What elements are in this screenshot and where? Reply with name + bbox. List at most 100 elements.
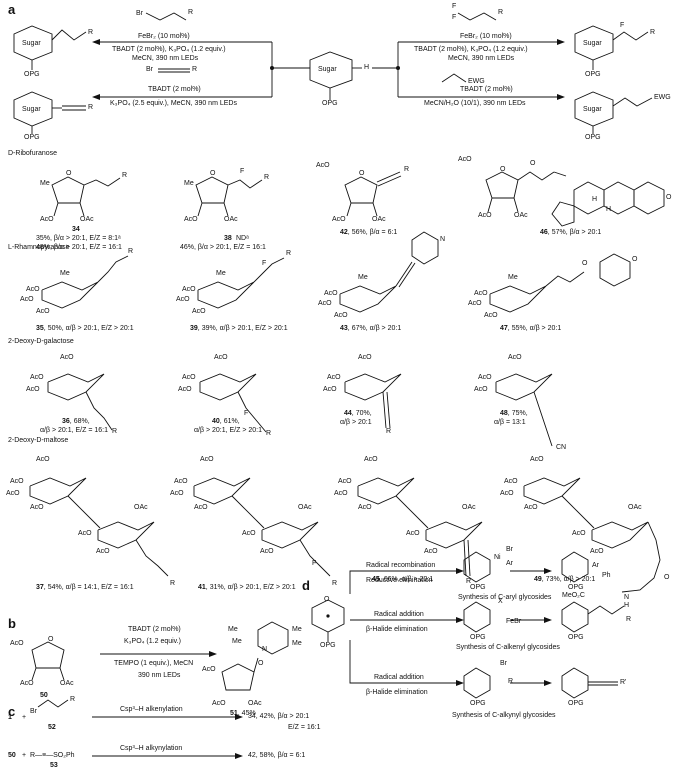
b-cond-2: K₃PO₄ (1.2 equiv.) bbox=[124, 638, 181, 645]
c36-aco2: AcO bbox=[26, 386, 40, 393]
d-path3-title: Synthesis of C-alkynyl glycosides bbox=[452, 712, 556, 719]
c38-o: O bbox=[210, 170, 216, 177]
c47-aco2: AcO bbox=[468, 300, 482, 307]
c41-aco3: AcO bbox=[194, 504, 208, 511]
c37-caption-text: 54%, α/β = 14:1, E/Z = 16:1 bbox=[47, 584, 134, 591]
tl-product-r: R bbox=[88, 29, 94, 36]
c47-me: Me bbox=[508, 274, 518, 281]
c44-aco-top: AcO bbox=[358, 354, 372, 361]
c49-nh-h: H bbox=[624, 602, 630, 609]
c49-meo2c: MeO₂C bbox=[562, 592, 585, 599]
c48-caption1: 48, 75%, bbox=[500, 410, 528, 417]
c38-r: R bbox=[264, 174, 270, 181]
c48-aco1: AcO bbox=[478, 374, 492, 381]
c47-o1: O bbox=[582, 260, 588, 267]
tr-reagent-r: R bbox=[498, 9, 504, 16]
c46-h1: H bbox=[592, 196, 598, 203]
c42-caption: 42, 56%, β/α = 6:1 bbox=[340, 229, 398, 236]
c48-cn: CN bbox=[556, 444, 567, 451]
b-prod-me4: Me bbox=[292, 640, 302, 647]
c43-caption: 43, 67%, α/β > 20:1 bbox=[340, 325, 402, 332]
d-path2-bottom: β-Halide elimination bbox=[366, 626, 428, 633]
br-opg: OPG bbox=[585, 134, 601, 141]
c48-aco2: AcO bbox=[474, 386, 488, 393]
c44-num: 44 bbox=[344, 410, 352, 417]
c36-num: 36 bbox=[62, 418, 70, 425]
d-path3-top: Radical addition bbox=[374, 674, 424, 681]
c40-r: R bbox=[266, 430, 272, 437]
bl-product-r: R bbox=[88, 104, 94, 111]
c45-num: 45 bbox=[372, 576, 380, 583]
c47-ketone: O bbox=[632, 256, 638, 263]
c47-caption: 47, 55%, α/β > 20:1 bbox=[500, 325, 562, 332]
tl-opg: OPG bbox=[24, 71, 40, 78]
c38-aco: AcO bbox=[184, 216, 198, 223]
c40-caption2: α/β > 20:1, E/Z > 20:1 bbox=[194, 427, 263, 434]
c45-r: R bbox=[466, 578, 472, 585]
c49-oac1: OAc bbox=[628, 504, 642, 511]
b-prod-aco: AcO bbox=[202, 666, 216, 673]
d-path3-bottom: β-Halide elimination bbox=[366, 689, 428, 696]
c49-aco3: AcO bbox=[524, 504, 538, 511]
section-deoxygalactose: 2-Deoxy-D-galactose bbox=[8, 338, 74, 345]
c44-caption1: 44, 70%, bbox=[344, 410, 372, 417]
c38-nd: NDᵃ bbox=[236, 235, 249, 242]
c43-aco1: AcO bbox=[324, 290, 338, 297]
c-row2-plus: + bbox=[22, 752, 27, 759]
d-p2-x: X bbox=[498, 598, 503, 605]
c40-f: F bbox=[244, 410, 249, 417]
tr-cond-1: FeBr₂ (10 mol%) bbox=[460, 33, 512, 40]
c41-aco2: AcO bbox=[170, 490, 184, 497]
c34-me: Me bbox=[40, 180, 50, 187]
d-p3-prod-r: R' bbox=[620, 679, 627, 686]
c39-f: F bbox=[262, 260, 267, 267]
tr-product-r: R bbox=[650, 29, 656, 36]
c41-caption-text: 31%, α/β > 20:1, E/Z > 20:1 bbox=[209, 584, 296, 591]
c42-caption-text: 56%, β/α = 6:1 bbox=[351, 229, 398, 236]
b-cond-4: 390 nm LEDs bbox=[138, 672, 181, 679]
tr-product-f: F bbox=[620, 22, 625, 29]
d-path1-top: Radical recombination bbox=[366, 562, 436, 569]
c48-num: 48 bbox=[500, 410, 508, 417]
c43-aco3: AcO bbox=[334, 312, 348, 319]
c37-caption: 37, 54%, α/β = 14:1, E/Z = 16:1 bbox=[36, 584, 134, 591]
c41-caption: 41, 31%, α/β > 20:1, E/Z > 20:1 bbox=[198, 584, 296, 591]
c39-r: R bbox=[286, 250, 292, 257]
c-row2-reagent: R—≡—SO₂Ph bbox=[30, 752, 75, 759]
c44-aco2: AcO bbox=[323, 386, 337, 393]
c44-aco1: AcO bbox=[327, 374, 341, 381]
b-sm-aco: AcO bbox=[10, 640, 24, 647]
tr-reagent-f1: F bbox=[452, 3, 457, 10]
c36-caption2: α/β > 20:1, E/Z = 16:1 bbox=[40, 427, 109, 434]
c49-aco5: AcO bbox=[590, 548, 604, 555]
c48-caption2: α/β = 13:1 bbox=[494, 419, 526, 426]
b-prod-yield: , 45% bbox=[237, 710, 256, 717]
c-row2-sm: 50 bbox=[8, 752, 16, 759]
c43-n: N bbox=[440, 236, 446, 243]
c43-aco2: AcO bbox=[318, 300, 332, 307]
c41-r: R bbox=[332, 580, 338, 587]
c37-oac1: OAc bbox=[134, 504, 148, 511]
c41-aco-top: AcO bbox=[200, 456, 214, 463]
c40-aco2: AcO bbox=[178, 386, 192, 393]
c38-oac: OAc bbox=[224, 216, 238, 223]
c45-caption-text: 66%, α/β > 20:1 bbox=[383, 576, 434, 583]
c37-r: R bbox=[170, 580, 176, 587]
c34-caption2: 48%, β/α > 20:1, E/Z = 16:1 bbox=[36, 244, 122, 251]
c35-r: R bbox=[128, 248, 134, 255]
d-p3-br: Br bbox=[500, 660, 507, 667]
tr-cond-3: MeCN, 390 nm LEDs bbox=[448, 55, 515, 62]
c49-aco-top: AcO bbox=[530, 456, 544, 463]
br-sugar: Sugar bbox=[583, 106, 602, 113]
c38-caption: 46%, β/α > 20:1, E/Z = 16:1 bbox=[180, 244, 266, 251]
b-prod-n: N bbox=[262, 646, 268, 653]
c46-oac: OAc bbox=[514, 212, 528, 219]
c49-caption-text: 73%, α/β > 20:1 bbox=[545, 576, 596, 583]
c44-caption1-text: 70%, bbox=[355, 410, 372, 417]
br-cond-1: TBADT (2 mol%) bbox=[460, 86, 513, 93]
center-sugar-ring bbox=[309, 51, 353, 89]
c44-r: R bbox=[386, 428, 392, 435]
c-row1-num: 52 bbox=[48, 724, 56, 731]
c42-aco: AcO bbox=[316, 162, 330, 169]
